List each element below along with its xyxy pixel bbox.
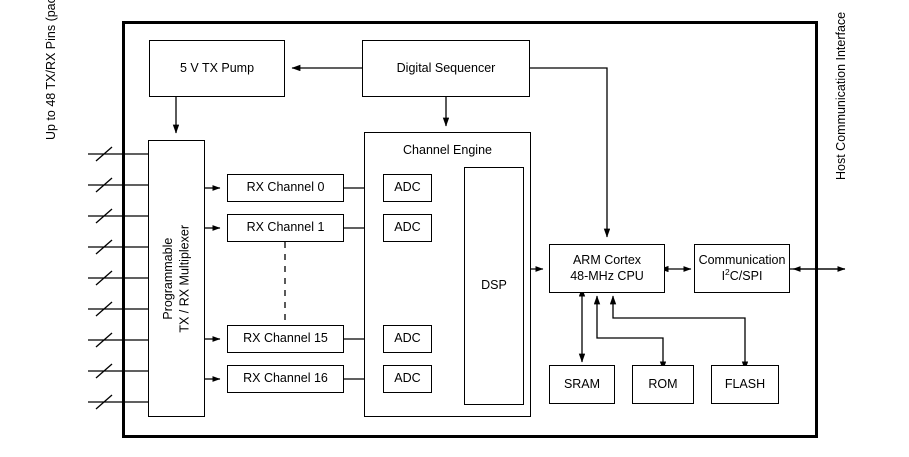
block-flash[interactable]: FLASH (711, 365, 779, 404)
block-adc-16-label: ADC (394, 371, 421, 386)
block-adc-16[interactable]: ADC (383, 365, 432, 393)
block-rx-channel-15-label: RX Channel 15 (243, 331, 328, 346)
block-arm-cortex-cpu[interactable]: ARM Cortex 48-MHz CPU (549, 244, 665, 293)
block-multiplexer-text: Programmable TX / RX Multiplexer (160, 225, 193, 333)
comm-protocol-superscript: 2 (725, 266, 730, 277)
block-communication-interface[interactable]: Communication I2C/SPI (694, 244, 790, 293)
block-arm-cortex-cpu-label-line2: 48-MHz CPU (570, 268, 644, 283)
block-digital-sequencer-label: Digital Sequencer (396, 60, 496, 75)
host-interface-label: Host Communication Interface (834, 11, 848, 180)
block-sram[interactable]: SRAM (549, 365, 615, 404)
comm-protocol-rest: C/SPI (729, 268, 763, 283)
block-dsp[interactable]: DSP (464, 167, 524, 405)
block-multiplexer[interactable]: Programmable TX / RX Multiplexer (148, 140, 205, 417)
chip-boundary (122, 21, 818, 438)
block-adc-15-label: ADC (394, 331, 421, 346)
block-rx-channel-1[interactable]: RX Channel 1 (227, 214, 344, 242)
block-channel-engine-label: Channel Engine (403, 143, 492, 157)
block-sram-label: SRAM (563, 376, 601, 391)
block-adc-15[interactable]: ADC (383, 325, 432, 353)
block-tx-pump-label: 5 V TX Pump (179, 60, 255, 75)
block-rx-channel-15[interactable]: RX Channel 15 (227, 325, 344, 353)
block-digital-sequencer[interactable]: Digital Sequencer (362, 40, 530, 97)
block-tx-pump[interactable]: 5 V TX Pump (149, 40, 285, 97)
block-rx-channel-1-label: RX Channel 1 (246, 220, 325, 235)
block-rx-channel-16-label: RX Channel 16 (243, 371, 328, 386)
block-multiplexer-label-line2: TX / RX Multiplexer (177, 224, 192, 333)
block-rx-channel-0-label: RX Channel 0 (246, 180, 325, 195)
block-rx-channel-16[interactable]: RX Channel 16 (227, 365, 344, 393)
comm-protocol-i: I (721, 268, 726, 283)
block-rx-channel-0[interactable]: RX Channel 0 (227, 174, 344, 202)
block-adc-0-label: ADC (394, 180, 421, 195)
block-adc-0[interactable]: ADC (383, 174, 432, 202)
block-arm-cortex-cpu-label-line1: ARM Cortex (572, 252, 642, 267)
block-dsp-label: DSP (481, 278, 507, 293)
block-flash-label: FLASH (724, 376, 766, 391)
block-communication-label-line2: I2C/SPI (721, 266, 763, 285)
block-adc-1[interactable]: ADC (383, 214, 432, 242)
block-rom-label: ROM (648, 376, 678, 391)
left-pins-label: Up to 48 TX/RX Pins (package dependent) (44, 0, 58, 140)
block-multiplexer-label-line1: Programmable (161, 237, 176, 320)
block-adc-1-label: ADC (394, 220, 421, 235)
block-communication-label-line1: Communication (698, 252, 786, 267)
block-rom[interactable]: ROM (632, 365, 694, 404)
